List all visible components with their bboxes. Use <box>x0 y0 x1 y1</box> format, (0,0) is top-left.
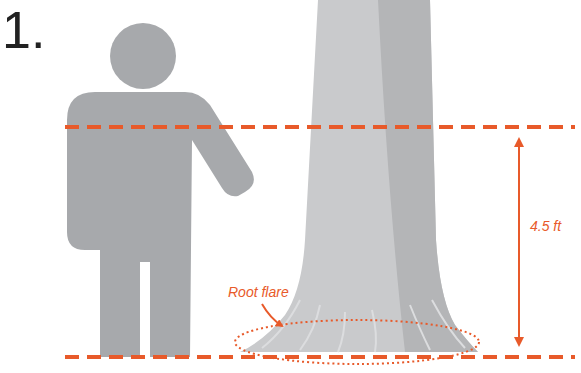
dashed-line <box>65 355 575 359</box>
figure-number: 1. <box>2 4 45 56</box>
person-figure <box>67 23 254 357</box>
dotted-ellipse <box>235 320 479 364</box>
leader-arrow <box>262 304 282 326</box>
dimension-arrow <box>518 142 520 342</box>
callout-label: Root flare <box>228 285 289 300</box>
dashed-line <box>65 125 575 129</box>
dimension-label: 4.5 ft <box>530 219 561 234</box>
